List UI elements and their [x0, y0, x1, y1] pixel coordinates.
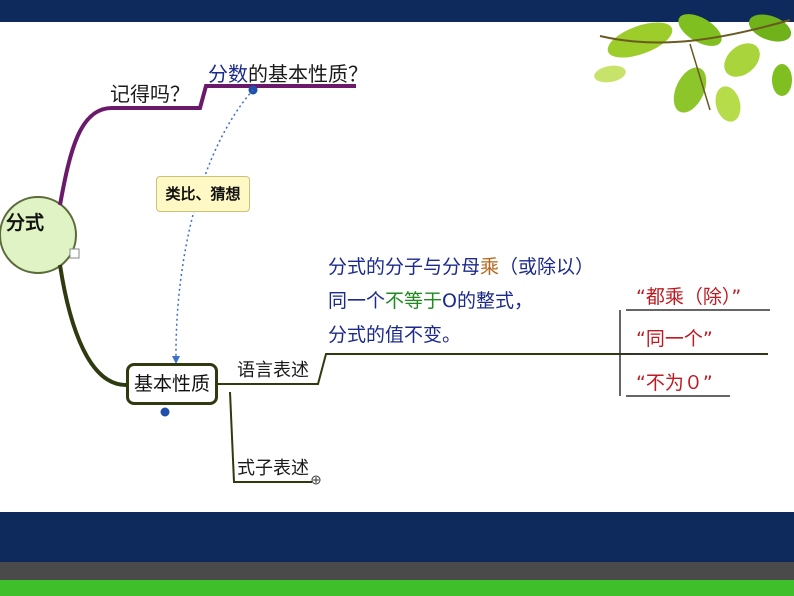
property-question: 的基本性质？ [248, 62, 368, 86]
collapse-icon[interactable] [69, 248, 80, 259]
not-equal-highlight: 不等于 [385, 290, 443, 312]
key-point-same: “同一个” [636, 328, 713, 350]
fraction-property-label[interactable]: 分数的基本性质？ [208, 58, 368, 87]
fraction-word: 分数 [208, 62, 248, 86]
footer-bar [0, 512, 794, 562]
formula-branch-line [229, 391, 312, 483]
description-line-2: 同一个不等于O的整式， [328, 290, 534, 312]
leaf-decoration [594, 14, 792, 122]
verbal-label[interactable]: 语言表述 [237, 360, 309, 381]
description-line-3: 分式的值不变。 [328, 324, 462, 346]
key-point-multiply: “都乘（除）” [636, 286, 742, 308]
recall-branch-line [58, 84, 356, 206]
recall-label[interactable]: 记得吗？ [110, 82, 190, 106]
description-line-1: 分式的分子与分母乘（或除以） [328, 256, 595, 278]
property-branch-line [58, 264, 127, 387]
header-bar [0, 0, 794, 22]
root-node[interactable] [0, 196, 77, 274]
multiply-highlight: 乘 [480, 256, 500, 278]
footer-gray-stripe [0, 562, 794, 580]
analogy-callout[interactable]: 类比、猜想 [156, 176, 250, 212]
root-label[interactable]: 分式 [5, 212, 44, 234]
formula-label[interactable]: 式子表述 [237, 458, 309, 479]
key-point-nonzero: “不为０” [636, 372, 713, 394]
footer-green-stripe [0, 580, 794, 596]
connector-dot [160, 407, 170, 417]
verbal-branch-line [218, 353, 768, 385]
arrow-head-icon [172, 356, 180, 364]
basic-property-node[interactable]: 基本性质 [126, 363, 218, 405]
analogy-connector [175, 89, 254, 361]
